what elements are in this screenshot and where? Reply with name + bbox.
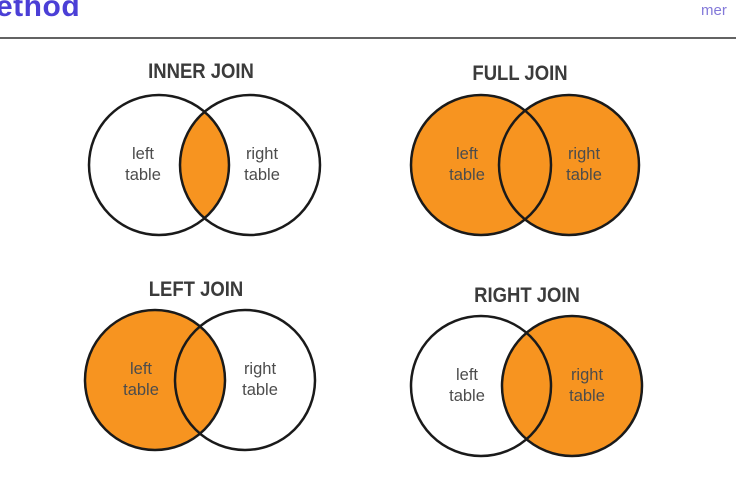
right-circle-outline: [500, 314, 644, 458]
left-join-right-table-label: right table: [242, 360, 278, 399]
left-circle-outline: [83, 308, 227, 452]
full-join-title: FULL JOIN: [472, 62, 568, 85]
header-divider: [0, 37, 736, 39]
right-circle-outline: [497, 93, 641, 237]
right-circle-outline: [178, 93, 322, 237]
right-join-right-table-label: right table: [569, 366, 605, 405]
top-right-link[interactable]: mer: [701, 2, 727, 19]
left-circle-highlight: [85, 310, 225, 450]
full-join-venn-diagram: [409, 93, 641, 237]
full-right-table-label: right table: [566, 145, 602, 184]
right-circle-outline: [173, 308, 317, 452]
right-join-venn-diagram: [409, 314, 644, 458]
right-circle-highlight: [502, 316, 642, 456]
left-join-venn-diagram: [83, 308, 317, 452]
left-circle-outline: [409, 314, 553, 458]
left-circle-outline: [409, 93, 553, 237]
right-join-left-table-label: left table: [449, 366, 485, 405]
left-join-left-table-label: left table: [123, 360, 159, 399]
intersection-highlight: [179, 111, 230, 219]
inner-left-table-label: left table: [125, 145, 161, 184]
full-left-table-label: left table: [449, 145, 485, 184]
inner-join-title: INNER JOIN: [148, 60, 254, 83]
right-join-title: RIGHT JOIN: [474, 284, 580, 307]
inner-right-table-label: right table: [244, 145, 280, 184]
page-title: ethod: [0, 0, 81, 23]
left-circle-outline: [87, 93, 231, 237]
left-join-title: LEFT JOIN: [148, 278, 244, 301]
right-circle: [499, 95, 639, 235]
inner-join-venn-diagram: [87, 93, 322, 237]
